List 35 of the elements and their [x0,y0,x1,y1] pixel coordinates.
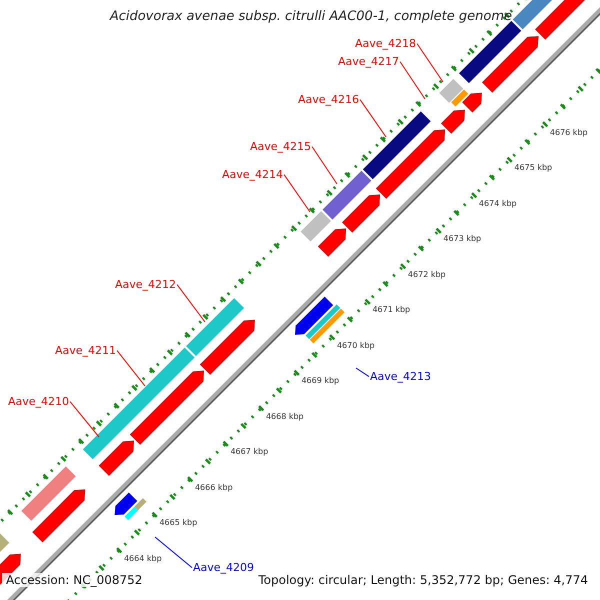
gene-label: Aave_4210 [8,395,70,408]
leader-line [70,401,100,438]
tick-label: 4670 kbp [336,340,375,350]
tick-label: 4668 kbp [266,412,304,422]
leader-line [116,350,146,386]
tick-label: 4667 kbp [230,447,268,457]
gene-label: Aave_4212 [115,278,176,292]
gene-label: Aave_4218 [355,37,416,50]
leader-line [416,43,444,82]
leader-line [400,61,426,100]
gene-label: Aave_4213 [370,370,432,384]
leader-line [154,536,192,568]
tick-label: 4666 kbp [194,482,233,492]
tick-label: 4673 kbp [443,234,482,244]
tick-label: 4676 kbp [550,128,588,138]
tick-label: 4672 kbp [408,270,446,280]
gene-label: Aave_4214 [222,168,284,182]
gene-label: Aave_4211 [55,344,116,358]
tick-label: 4664 kbp [124,554,162,564]
tick-label: 4669 kbp [301,376,340,386]
leader-line [312,146,338,184]
title: Acidovorax avenae subsp. citrulli AAC00-1, complete genome [110,9,512,25]
leader-line [284,174,310,212]
tick-label: 4674 kbp [478,198,517,208]
tick-label: 4665 kbp [159,518,198,528]
leader-line [356,368,370,378]
leader-line [176,284,206,322]
gene-label: Aave_4215 [250,140,312,154]
gene-label: Aave_4217 [338,55,400,68]
genome-info-text: Topology: circular; Length: 5,352,772 bp; Genes: 4,774 [256,573,590,588]
gene-label: Aave_4209 [193,561,254,574]
tick-label: 4671 kbp [372,305,410,315]
tick-label: 4675 kbp [514,163,552,173]
gene-label: Aave_4216 [298,93,360,106]
leader-line [360,99,386,138]
